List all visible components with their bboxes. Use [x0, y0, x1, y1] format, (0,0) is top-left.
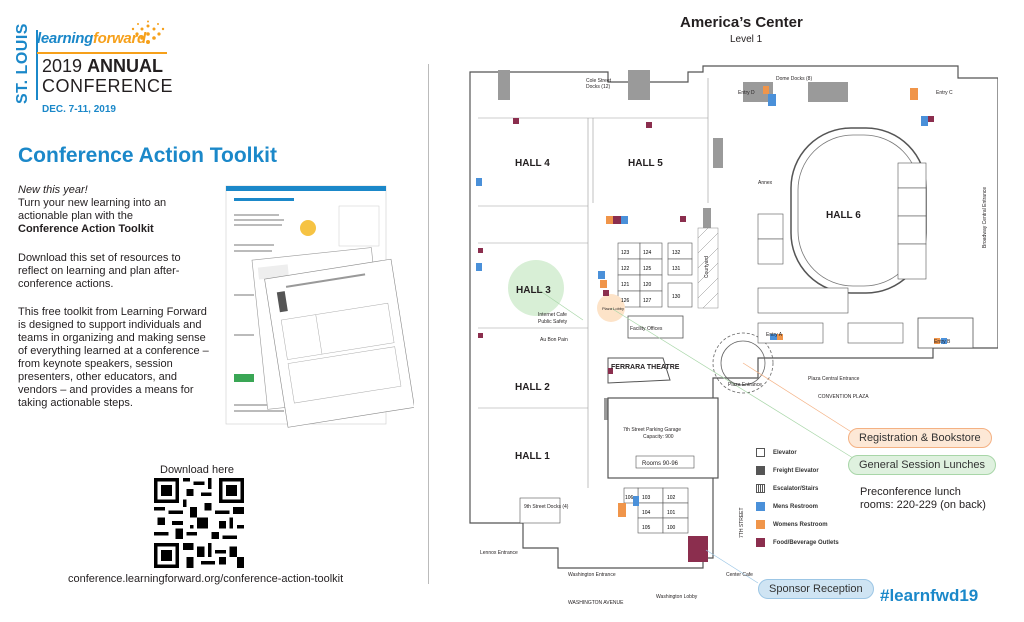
room-label: 132	[672, 250, 681, 256]
map-title: America’s Center	[680, 14, 803, 31]
room-label: 130	[672, 294, 681, 300]
conference-dates: DEC. 7-11, 2019	[42, 104, 116, 115]
sponsor-callout: Sponsor Reception	[758, 579, 874, 599]
map-label-dome: Dome Docks (8)	[776, 76, 812, 82]
toolkit-download-text: Download this set of resources to reflec…	[18, 252, 181, 290]
toolkit-description: This free toolkit from Learning Forward …	[18, 306, 209, 409]
room-label: 120	[643, 282, 652, 288]
map-legend: Elevator Freight Elevator Escalator/Stai…	[756, 448, 839, 547]
room-label: 125	[643, 266, 652, 272]
map-label-parking: 7th Street Parking Garage	[623, 427, 681, 433]
map-label-annex: Annex	[758, 180, 773, 186]
toolkit-url-link[interactable]: conference.learningforward.org/conferenc…	[68, 573, 344, 585]
brand-logo: learningforward	[37, 30, 146, 47]
room-label: 127	[643, 298, 652, 304]
legend-elevator: Elevator	[756, 448, 839, 457]
map-label-cole: Cole Street	[586, 78, 612, 84]
map-label-lennox: Lennox Entrance	[480, 550, 518, 556]
map-label-convention: CONVENTION PLAZA	[818, 394, 869, 400]
room-label: 103	[642, 495, 651, 501]
logo-burst-icon	[131, 20, 165, 44]
legend-escalator: Escalator/Stairs	[756, 484, 839, 493]
hall-1-label: HALL 1	[515, 451, 550, 462]
room-label: 123	[621, 250, 630, 256]
map-label-safety: Public Safety	[538, 319, 568, 325]
qr-code[interactable]	[154, 478, 244, 568]
room-label: 121	[621, 282, 630, 288]
map-label-entry-d: Entry D	[738, 90, 755, 96]
hall-2-label: HALL 2	[515, 382, 550, 393]
preconference-note: Preconference lunch rooms: 220-229 (on b…	[860, 486, 986, 511]
elevator-icon	[756, 448, 765, 457]
toolkit-title: Conference Action Toolkit	[18, 144, 278, 167]
map-label-wash-entrance: Washington Entrance	[568, 572, 616, 578]
map-subtitle: Level 1	[730, 34, 763, 45]
map-label-wash-avenue: WASHINGTON AVENUE	[568, 600, 624, 606]
food-swatch	[756, 538, 765, 547]
toolkit-preview-image	[225, 185, 414, 428]
legend-mens: Mens Restroom	[756, 502, 839, 511]
hall-3-label: HALL 3	[516, 285, 551, 296]
map-label-plaza-entrance: Plaza Entrance	[728, 382, 762, 388]
hall-5-label: HALL 5	[628, 158, 663, 169]
room-label: 124	[643, 250, 652, 256]
legend-womens: Womens Restroom	[756, 520, 839, 529]
room-label: 104	[642, 510, 651, 516]
logo-rule	[37, 52, 167, 54]
map-label-facility: Facility Offices	[630, 326, 663, 332]
map-label-aubonpain: Au Bon Pain	[540, 337, 568, 343]
legend-freight: Freight Elevator	[756, 466, 839, 475]
map-label-entry-c: Entry C	[936, 90, 953, 96]
map-label-parking-cap: Capacity: 900	[643, 434, 674, 440]
escalator-icon	[756, 484, 765, 493]
floor-map: HALL 4 HALL 5 HALL 6 HALL 3 HALL 2 HALL …	[469, 65, 998, 606]
room-label: 131	[672, 266, 681, 272]
map-label-ferrara: FERRARA THEATRE	[611, 364, 680, 371]
womens-restroom-swatch	[756, 520, 765, 529]
room-label: 105	[642, 525, 651, 531]
map-label-9th: 9th Street Docks (4)	[524, 504, 569, 510]
registration-callout: Registration & Bookstore	[848, 428, 992, 448]
new-label: New this year!	[18, 184, 88, 196]
room-label: 122	[621, 266, 630, 272]
mens-restroom-swatch	[756, 502, 765, 511]
map-label-plaza-lobby: Plaza Lobby	[602, 306, 624, 311]
hashtag: #learnfwd19	[880, 586, 979, 605]
room-label: 100	[667, 525, 676, 531]
map-label-rooms: Rooms 90-96	[642, 461, 679, 467]
room-label: 106	[625, 495, 634, 501]
map-label-7th: 7TH STREET	[739, 507, 745, 538]
map-label-entry-a: Entry A	[766, 332, 783, 338]
map-label-broadway: Broadway Central Entrance	[982, 187, 988, 248]
map-label-plaza-central: Plaza Central Entrance	[808, 376, 860, 382]
toolkit-intro: New this year! Turn your new learning in…	[18, 184, 167, 235]
room-label: 126	[621, 298, 630, 304]
room-label: 102	[667, 495, 676, 501]
map-label-entry-b: Entry B	[934, 339, 951, 345]
map-label-cole-2: Docks (12)	[586, 84, 611, 90]
room-label: 101	[667, 510, 676, 516]
logo-conference: CONFERENCE	[42, 76, 174, 96]
panel-divider	[428, 64, 429, 584]
logo-year-line: 2019 ANNUAL	[42, 56, 164, 76]
logo-divider	[36, 30, 38, 100]
map-label-courtyard: Courtyard	[704, 256, 710, 278]
legend-food: Food/Beverage Outlets	[756, 538, 839, 547]
map-label-center-cafe: Center Cafe	[726, 572, 753, 578]
hall-4-label: HALL 4	[515, 158, 550, 169]
map-label-internet: Internet Cafe	[538, 312, 567, 318]
download-label: Download here	[160, 464, 234, 476]
map-label-wash-lobby: Washington Lobby	[656, 594, 698, 600]
lunches-callout: General Session Lunches	[848, 455, 996, 475]
hall-6-label: HALL 6	[826, 210, 861, 221]
freight-elevator-icon	[756, 466, 765, 475]
